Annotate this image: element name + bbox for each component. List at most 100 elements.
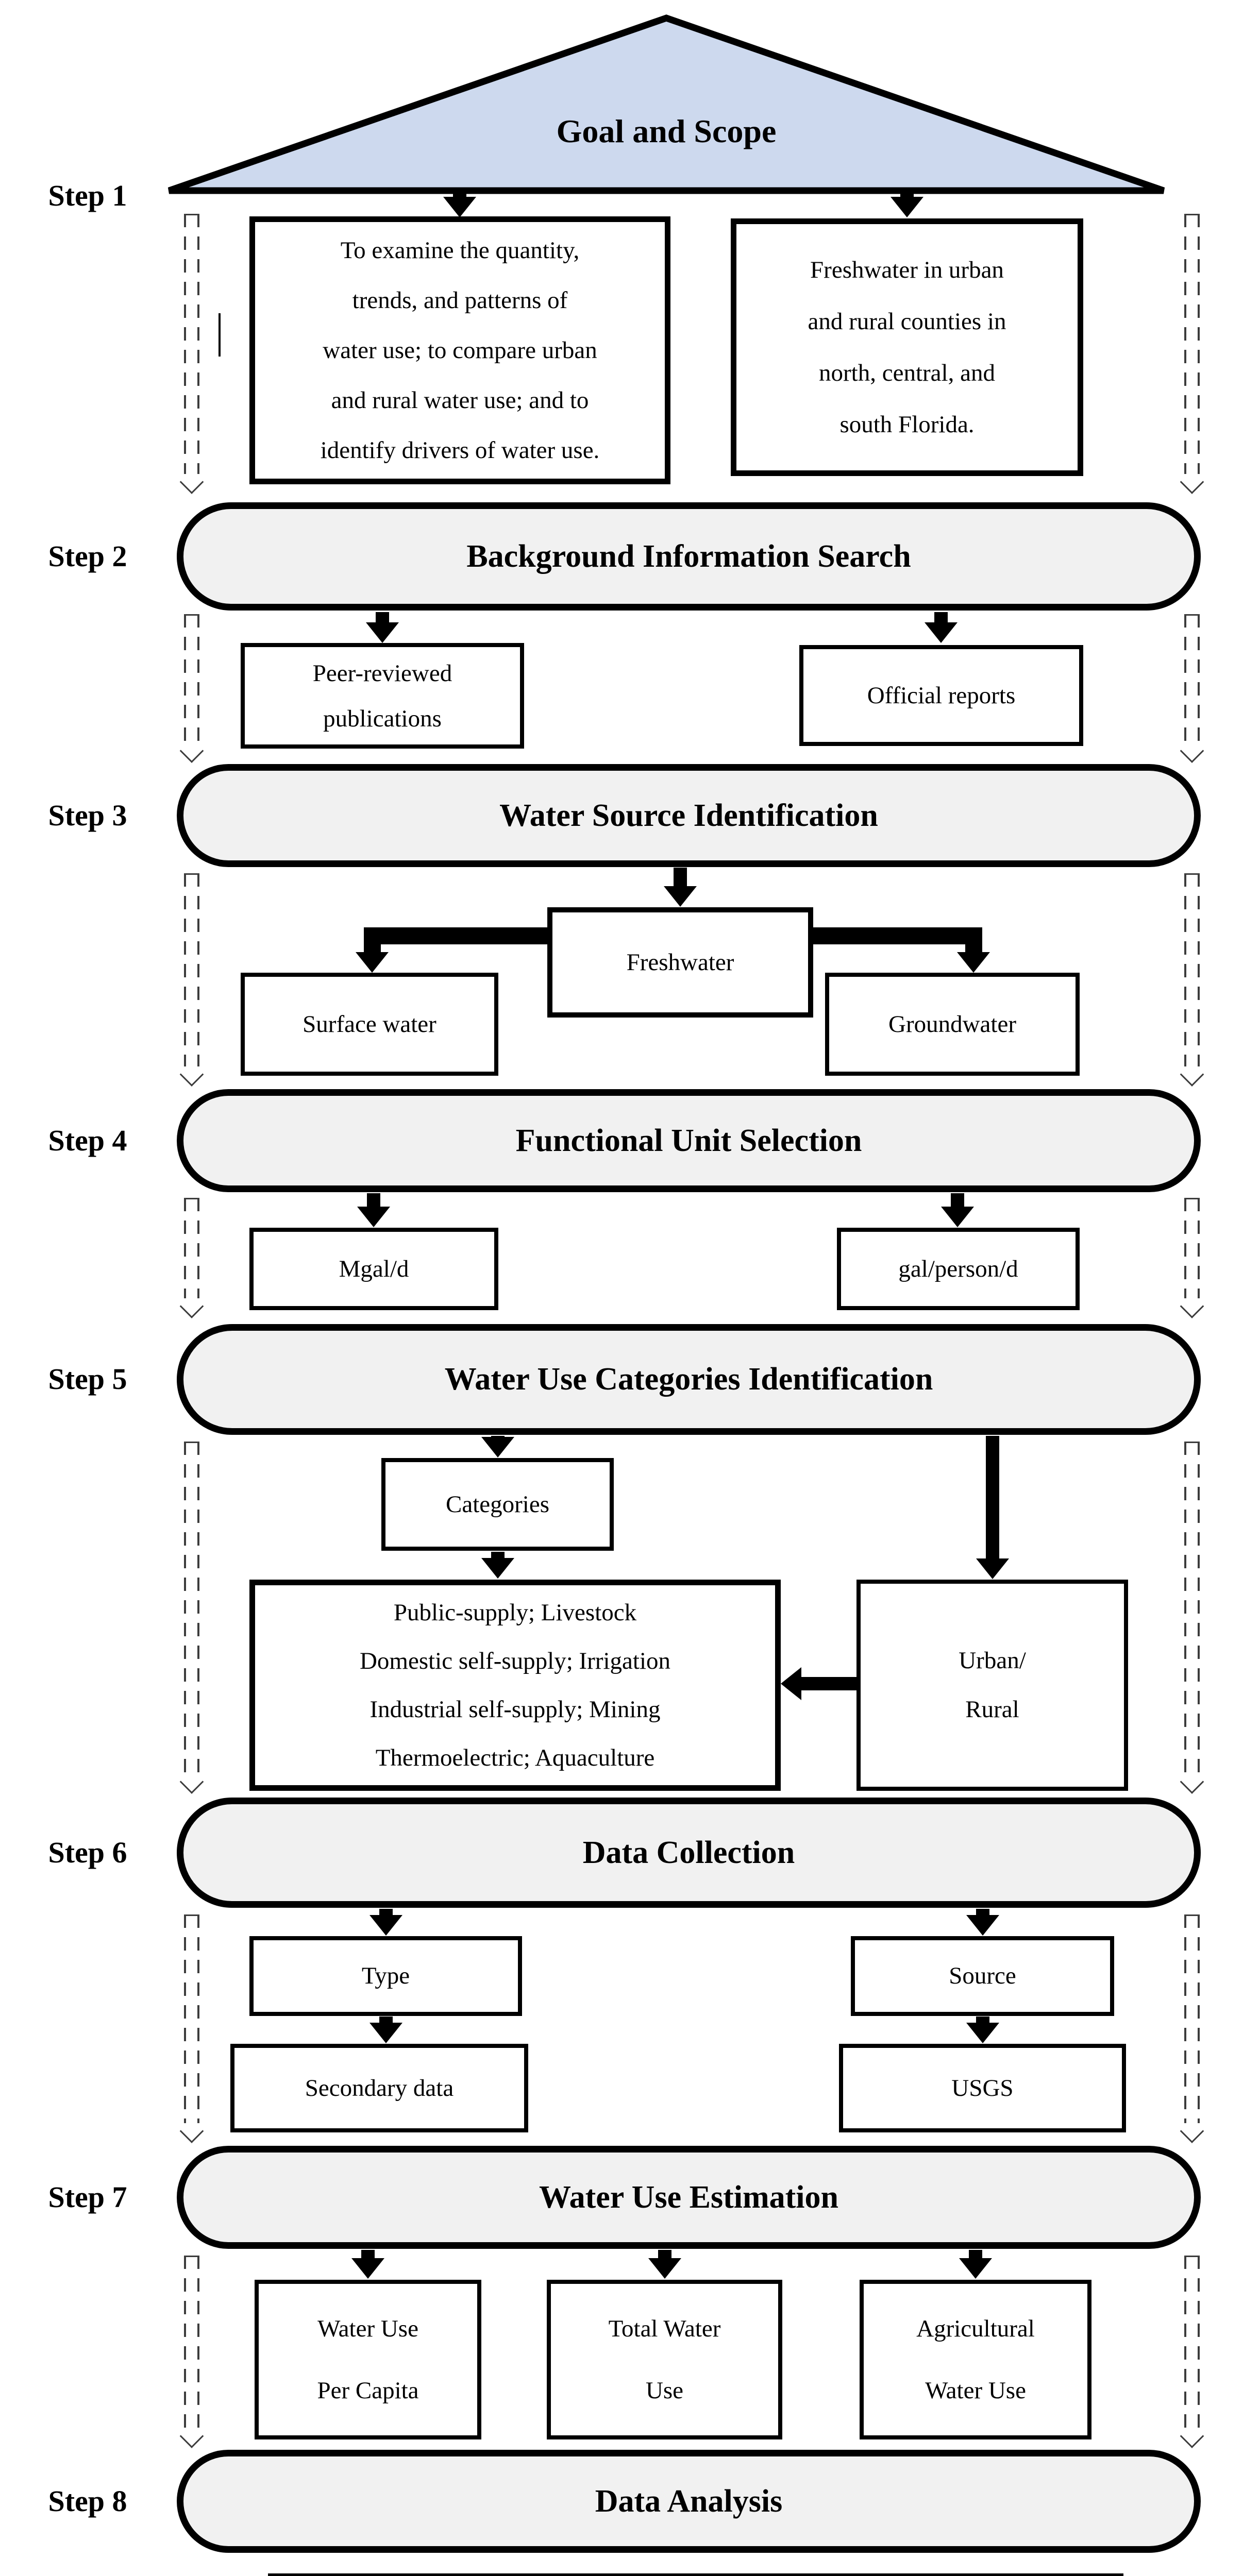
dashed-arrowhead-icon bbox=[179, 2119, 204, 2143]
dashed-flow-arrow bbox=[179, 873, 204, 1087]
scope-definition-box: Freshwater in urban and rural counties i… bbox=[731, 218, 1083, 476]
down-arrowhead-icon bbox=[369, 1915, 402, 1936]
water-use-per-capita-box: Water Use Per Capita bbox=[255, 2280, 481, 2439]
banner-background-information-search: Background Information Search bbox=[177, 502, 1201, 611]
dashed-arrowhead-icon bbox=[1180, 470, 1204, 494]
step-label-3: Step 3 bbox=[48, 799, 127, 832]
down-arrowhead-icon bbox=[443, 197, 476, 217]
text-line: Rural bbox=[965, 1696, 1019, 1723]
dashed-flow-arrow bbox=[1180, 873, 1204, 1087]
usgs-box: USGS bbox=[839, 2044, 1126, 2132]
down-arrow bbox=[959, 2250, 992, 2279]
down-arrowhead-icon bbox=[941, 1207, 974, 1227]
dashed-flow-arrow bbox=[1180, 1914, 1204, 2143]
text-line: Freshwater in urban bbox=[810, 257, 1004, 283]
left-arrowhead-icon bbox=[781, 1667, 801, 1700]
text-line: Use bbox=[645, 2377, 684, 2404]
goal-definition-box: To examine the quantity, trends, and pat… bbox=[249, 216, 670, 484]
dashed-arrowhead-icon bbox=[179, 1770, 204, 1794]
down-arrowhead-icon bbox=[481, 1437, 514, 1458]
dashed-flow-arrow bbox=[179, 2256, 204, 2448]
data-analysis-tools-box: Excel: Pie charts. MATLAB: Bar and line … bbox=[268, 2573, 1123, 2576]
down-arrowhead-icon bbox=[357, 1207, 390, 1227]
step-label-1: Step 1 bbox=[48, 179, 127, 212]
freshwater-box: Freshwater bbox=[547, 907, 813, 1018]
text-line: Public-supply; Livestock bbox=[393, 1599, 637, 1626]
source-box: Source bbox=[851, 1936, 1114, 2016]
down-arrow bbox=[369, 1909, 402, 1936]
left-arrow bbox=[781, 1667, 856, 1700]
down-arrow bbox=[925, 612, 958, 643]
step-label-4: Step 4 bbox=[48, 1124, 127, 1157]
dashed-flow-arrow bbox=[179, 1198, 204, 1318]
dashed-flow-arrow bbox=[179, 614, 204, 763]
text-line: Per Capita bbox=[317, 2377, 419, 2404]
text-line: Urban/ bbox=[959, 1647, 1026, 1674]
text-line: Domestic self-supply; Irrigation bbox=[359, 1648, 671, 1674]
banner-water-use-categories: Water Use Categories Identification bbox=[177, 1324, 1201, 1435]
down-arrow bbox=[941, 1193, 974, 1227]
dashed-arrowhead-icon bbox=[1180, 1770, 1204, 1794]
text-line: trends, and patterns of bbox=[352, 286, 568, 314]
dashed-arrowhead-icon bbox=[179, 2424, 204, 2448]
down-arrowhead-icon bbox=[648, 2258, 681, 2279]
down-arrow bbox=[369, 2016, 402, 2043]
official-reports-box: Official reports bbox=[799, 645, 1083, 746]
text-line: and rural counties in bbox=[808, 308, 1006, 335]
down-arrowhead-icon bbox=[369, 2023, 402, 2043]
banner-data-collection: Data Collection bbox=[177, 1798, 1201, 1908]
elbow-stem-left bbox=[364, 927, 381, 954]
text-line: south Florida. bbox=[839, 411, 975, 438]
peer-reviewed-publications-box: Peer-reviewed publications bbox=[241, 643, 524, 749]
arrow-stem bbox=[674, 868, 687, 889]
down-arrowhead-icon bbox=[976, 1558, 1009, 1579]
step-label-5: Step 5 bbox=[48, 1362, 127, 1396]
banner-water-use-estimation: Water Use Estimation bbox=[177, 2146, 1201, 2249]
text-line: To examine the quantity, bbox=[340, 236, 580, 264]
step-label-2: Step 2 bbox=[48, 539, 127, 573]
down-arrow bbox=[481, 1436, 514, 1458]
dashed-flow-arrow bbox=[179, 1914, 204, 2143]
down-arrowhead-icon bbox=[966, 1915, 999, 1936]
down-arrow bbox=[443, 192, 476, 217]
down-arrowhead-icon bbox=[351, 2258, 384, 2279]
dashed-arrowhead-icon bbox=[179, 470, 204, 494]
agricultural-water-use-box: Agricultural Water Use bbox=[860, 2280, 1091, 2439]
text-line: Thermoelectric; Aquaculture bbox=[375, 1744, 655, 1771]
dashed-flow-arrow bbox=[1180, 614, 1204, 763]
dashed-arrowhead-icon bbox=[1180, 2119, 1204, 2143]
text-line: north, central, and bbox=[819, 360, 995, 386]
text-line: identify drivers of water use. bbox=[320, 436, 600, 464]
dashed-flow-arrow bbox=[1180, 214, 1204, 494]
total-water-use-box: Total Water Use bbox=[547, 2280, 782, 2439]
down-arrow bbox=[648, 2250, 681, 2279]
text-line: Peer-reviewed bbox=[312, 659, 452, 687]
elbow-connector-right bbox=[813, 927, 982, 944]
down-arrow bbox=[351, 2250, 384, 2279]
dashed-flow-arrow bbox=[179, 1442, 204, 1794]
down-arrowhead-icon bbox=[957, 952, 990, 973]
arrow-stem bbox=[986, 1436, 999, 1562]
dashed-arrowhead-icon bbox=[1180, 2424, 1204, 2448]
mgal-per-day-box: Mgal/d bbox=[249, 1228, 498, 1310]
banner-functional-unit-selection: Functional Unit Selection bbox=[177, 1089, 1201, 1192]
down-arrowhead-icon bbox=[356, 952, 389, 973]
text-line: water use; to compare urban bbox=[323, 336, 597, 364]
text-line: Agricultural bbox=[916, 2315, 1035, 2342]
triangle-shape bbox=[167, 14, 1165, 194]
down-arrowhead-icon bbox=[959, 2258, 992, 2279]
goal-scope-title: Goal and Scope bbox=[556, 113, 777, 149]
gal-per-person-day-box: gal/person/d bbox=[837, 1228, 1080, 1310]
type-box: Type bbox=[249, 1936, 522, 2016]
down-arrow bbox=[966, 1909, 999, 1936]
text-line: publications bbox=[323, 705, 442, 732]
down-arrow bbox=[357, 1193, 390, 1227]
water-use-categories-list-box: Public-supply; Livestock Domestic self-s… bbox=[249, 1580, 781, 1791]
down-arrowhead-icon bbox=[891, 197, 923, 217]
down-arrow bbox=[891, 192, 923, 217]
step-label-8: Step 8 bbox=[48, 2484, 127, 2518]
dashed-arrowhead-icon bbox=[1180, 1062, 1204, 1087]
secondary-data-box: Secondary data bbox=[230, 2044, 528, 2132]
banner-water-source-identification: Water Source Identification bbox=[177, 764, 1201, 867]
dashed-flow-arrow bbox=[1180, 1442, 1204, 1794]
